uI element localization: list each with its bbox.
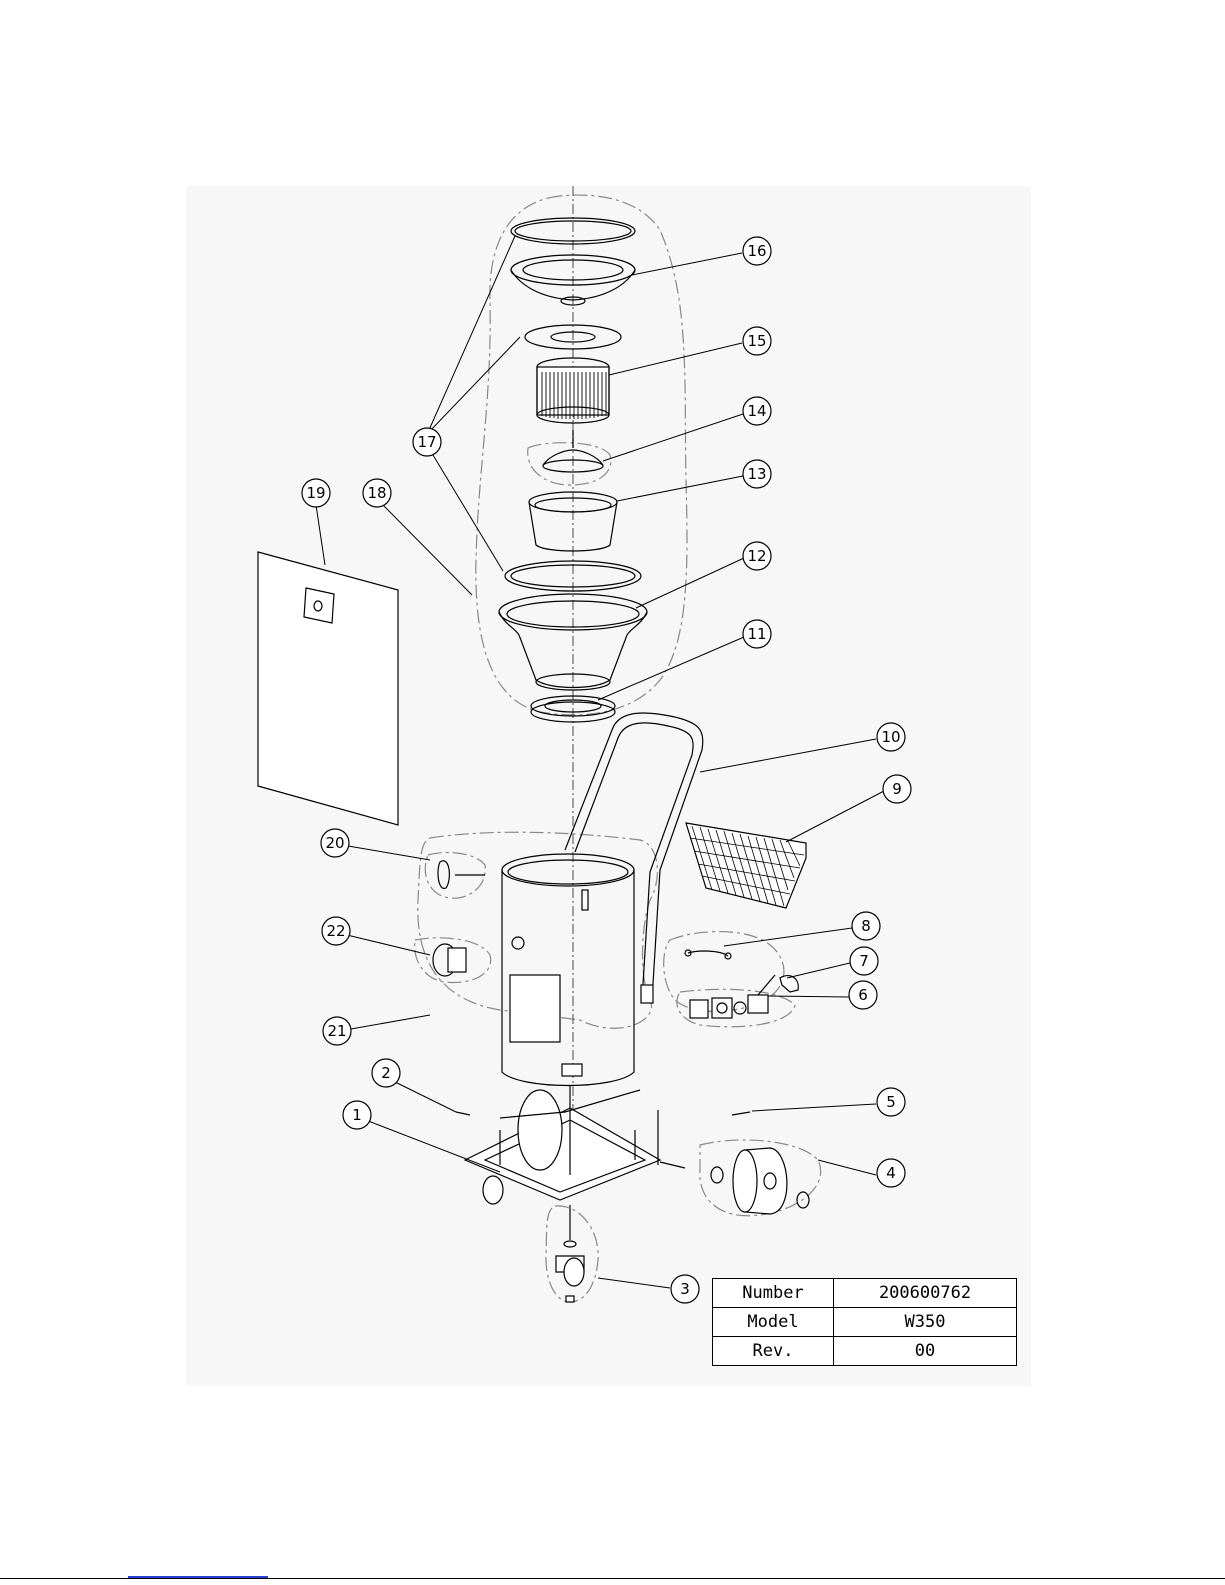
- footer-link[interactable]: [128, 1576, 268, 1578]
- callout-10: 10: [881, 728, 900, 746]
- callout-7: 7: [859, 952, 869, 970]
- callout-20: 20: [325, 834, 344, 852]
- number-label: Number: [713, 1279, 834, 1308]
- pin-5: [732, 1112, 750, 1115]
- filter-bag: [258, 552, 398, 825]
- callout-18: 18: [367, 484, 386, 502]
- callout-14: 14: [747, 402, 766, 420]
- footer-rule: [0, 1578, 1225, 1579]
- table-row: Number 200600762: [713, 1279, 1017, 1308]
- chassis-frame: [465, 1085, 685, 1204]
- callout-15: 15: [747, 332, 766, 350]
- cartridge-filter: [537, 358, 609, 423]
- tank-body: [502, 854, 634, 1086]
- rev-label: Rev.: [713, 1337, 834, 1366]
- callout-5: 5: [886, 1093, 896, 1111]
- callout-19: 19: [306, 484, 325, 502]
- latch-clip: [438, 861, 485, 889]
- callout-4: 4: [886, 1164, 896, 1182]
- title-block-table: Number 200600762 Model W350 Rev. 00: [712, 1278, 1017, 1366]
- callout-9: 9: [892, 780, 902, 798]
- callout-13: 13: [747, 465, 766, 483]
- callout-1: 1: [352, 1106, 362, 1124]
- table-row: Rev. 00: [713, 1337, 1017, 1366]
- callout-2: 2: [381, 1064, 391, 1082]
- callout-11: 11: [747, 625, 766, 643]
- callout-21: 21: [327, 1022, 346, 1040]
- callout-22: 22: [326, 922, 345, 940]
- caster-wheel: [556, 1205, 584, 1302]
- wire-basket: [686, 823, 806, 908]
- table-row: Model W350: [713, 1308, 1017, 1337]
- callout-3: 3: [680, 1280, 690, 1298]
- model-value: W350: [834, 1308, 1017, 1337]
- callout-6: 6: [858, 986, 868, 1004]
- callout-8: 8: [861, 917, 871, 935]
- callout-16: 16: [747, 242, 766, 260]
- callout-12: 12: [747, 547, 766, 565]
- callout-17: 17: [417, 433, 436, 451]
- number-value: 200600762: [834, 1279, 1017, 1308]
- model-label: Model: [713, 1308, 834, 1337]
- rev-value: 00: [834, 1337, 1017, 1366]
- inlet-port: [433, 944, 466, 976]
